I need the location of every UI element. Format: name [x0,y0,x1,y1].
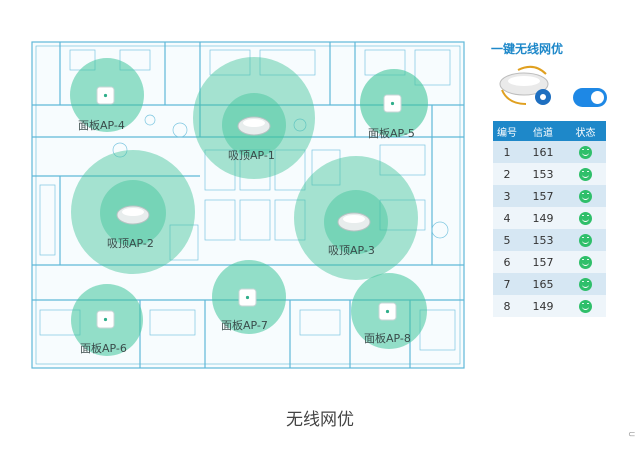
ap-label: 吸顶AP-1 [228,149,275,162]
row-id: 2 [503,167,511,181]
ap-label: 吸顶AP-3 [328,244,375,257]
table-header: 编号 信道 状态 [493,121,606,141]
router-gear-icon [499,65,551,105]
caption: 无线网优 [286,410,354,430]
smiley-icon [579,189,592,203]
row-id: 4 [503,211,511,225]
row-channel: 165 [532,277,554,291]
row-status [565,189,606,203]
corner-mark: ⊂ [628,430,636,440]
table-row: 2 153 [493,163,606,185]
ap-label: 吸顶AP-2 [107,237,154,250]
table-row: 4 149 [493,207,606,229]
row-channel: 157 [532,255,554,269]
smiley-icon [579,277,592,291]
ap-label: 面板AP-5 [368,127,415,140]
table-row: 6 157 [493,251,606,273]
smiley-icon [579,167,592,181]
table-row: 5 153 [493,229,606,251]
row-status [565,277,606,291]
row-status [565,167,606,181]
ap-label: 面板AP-8 [364,332,411,345]
row-channel: 153 [532,167,554,181]
row-status [565,299,606,313]
row-channel: 161 [532,145,554,159]
row-id: 5 [503,233,511,247]
ap-devices [96,86,402,329]
toggle-knob [591,91,604,104]
row-channel: 157 [532,189,554,203]
smiley-icon [579,145,592,159]
row-status [565,255,606,269]
row-status [565,145,606,159]
row-channel: 149 [532,211,554,225]
optimize-toggle[interactable] [573,88,607,107]
table-row: 8 149 [493,295,606,317]
smiley-icon [579,233,592,247]
ap-label: 面板AP-7 [221,319,268,332]
row-id: 7 [503,277,511,291]
header-status: 状态 [575,127,596,139]
channel-table: 编号 信道 状态 1 161 2 153 3 157 4 149 5 153 [493,121,606,317]
ap-label: 面板AP-6 [80,342,127,355]
table-row: 3 157 [493,185,606,207]
row-id: 6 [503,255,511,269]
smiley-icon [579,255,592,269]
table-row: 1 161 [493,141,606,163]
header-channel: 信道 [533,127,553,139]
row-channel: 149 [532,299,554,313]
table-row: 7 165 [493,273,606,295]
smiley-icon [579,299,592,313]
one-click-optimize-title: 一键无线网优 [491,42,564,56]
row-status [565,211,606,225]
ap-label: 面板AP-4 [78,119,125,132]
row-channel: 153 [532,233,554,247]
header-id: 编号 [497,127,517,139]
row-id: 3 [503,189,511,203]
row-id: 1 [503,145,511,159]
smiley-icon [579,211,592,225]
row-status [565,233,606,247]
row-id: 8 [503,299,511,313]
